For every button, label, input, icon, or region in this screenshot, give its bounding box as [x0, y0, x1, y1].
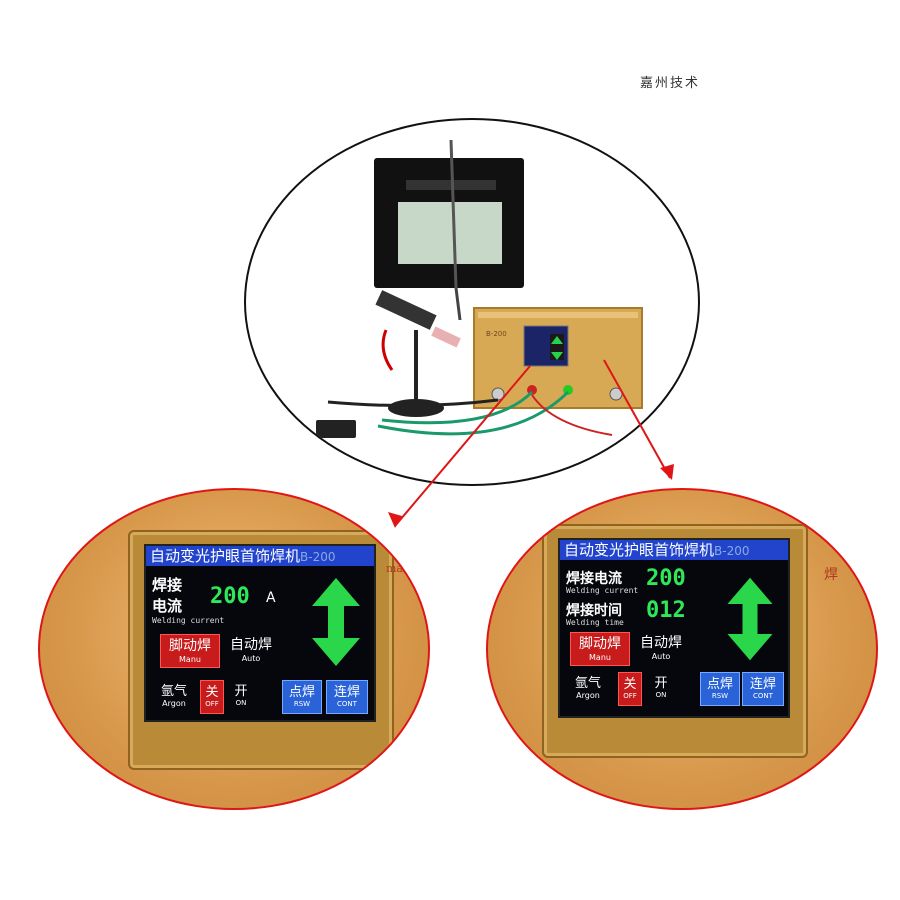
- panel-model: B-200: [714, 544, 750, 558]
- time-value: 012: [646, 598, 686, 623]
- current-label-line2: 电流: [152, 597, 183, 615]
- auto-weld-button[interactable]: 自动焊 Auto: [640, 635, 682, 661]
- current-value: 200: [646, 566, 686, 591]
- zoom-panel-left: 自动变光护眼首饰焊机B-200 焊接 电流 200 A Welding curr…: [38, 488, 430, 810]
- manual-weld-button[interactable]: 脚动焊 Manu: [570, 632, 630, 666]
- current-unit: A: [266, 590, 276, 606]
- panel-model: B-200: [300, 550, 336, 564]
- machine-label-text: B-200: [486, 330, 507, 338]
- panel-title: 自动变光护眼首饰焊机: [564, 541, 715, 559]
- lcd-screen-left: 自动变光护眼首饰焊机B-200 焊接 电流 200 A Welding curr…: [144, 544, 376, 722]
- auto-en: Auto: [241, 654, 261, 663]
- foot-pedal: [316, 420, 356, 438]
- side-text-left: mai ch: [386, 562, 424, 575]
- current-value: 200: [210, 584, 250, 609]
- manual-weld-button[interactable]: 脚动焊 Manu: [160, 634, 220, 668]
- lcd-screen-right: 自动变光护眼首饰焊机B-200 焊接电流 200 Welding current…: [558, 538, 790, 718]
- argon-label: 氩气 Argon: [574, 676, 601, 700]
- manual-cn: 脚动焊: [169, 638, 211, 654]
- spot-weld-button[interactable]: 点焊 RSW: [700, 672, 740, 706]
- welder-illustration: B-200: [316, 139, 643, 438]
- continuous-weld-button[interactable]: 连焊 CONT: [326, 680, 368, 714]
- auto-cn: 自动焊: [230, 637, 272, 653]
- current-label-line1: 焊接: [152, 576, 183, 594]
- current-en-label: Welding current: [566, 586, 639, 595]
- up-down-arrow-icon[interactable]: [304, 574, 368, 670]
- up-down-arrow-icon[interactable]: [720, 574, 780, 664]
- torch-body: [375, 290, 437, 330]
- argon-on-button[interactable]: 开 ON: [654, 676, 668, 699]
- darkening-screen-glass: [398, 202, 502, 264]
- argon-off-button[interactable]: 关 OFF: [618, 672, 642, 706]
- product-photo: B-200: [244, 118, 700, 486]
- argon-label: 氩气 Argon: [160, 684, 187, 708]
- time-label: 焊接时间: [566, 603, 622, 619]
- panel-title: 自动变光护眼首饰焊机: [150, 547, 301, 565]
- torch-base: [388, 399, 444, 417]
- header-caption: 嘉州技术: [640, 76, 701, 91]
- argon-off-button[interactable]: 关 OFF: [200, 680, 224, 714]
- time-en-label: Welding time: [566, 618, 624, 627]
- current-en-label: Welding current: [152, 616, 225, 625]
- argon-on-button[interactable]: 开 ON: [234, 684, 248, 707]
- auto-weld-button[interactable]: 自动焊 Auto: [222, 634, 280, 666]
- side-text-right: 焊: [824, 567, 838, 583]
- continuous-weld-button[interactable]: 连焊 CONT: [742, 672, 784, 706]
- current-label: 焊接电流: [566, 571, 622, 587]
- zoom-panel-right: 自动变光护眼首饰焊机B-200 焊接电流 200 Welding current…: [486, 488, 878, 810]
- manual-en: Manu: [179, 655, 201, 664]
- spot-weld-button[interactable]: 点焊 RSW: [282, 680, 322, 714]
